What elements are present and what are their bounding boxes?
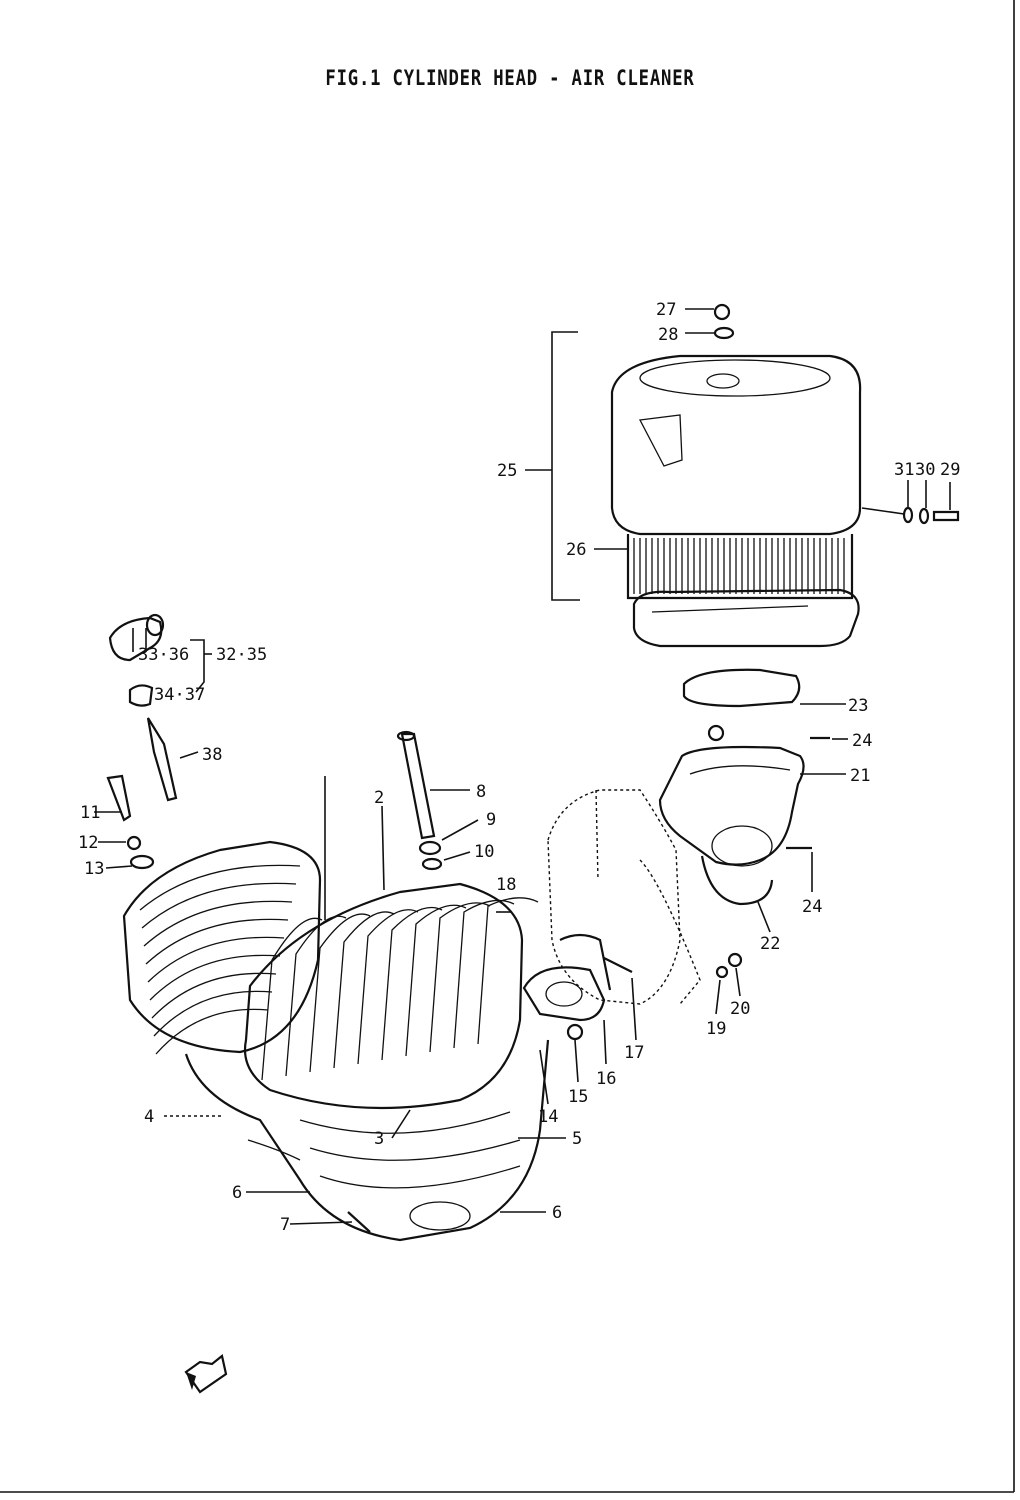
label-2: 2 — [374, 788, 384, 808]
cooling-fin-right — [405, 904, 467, 1057]
label-27: 27 — [656, 300, 676, 320]
label-17: 17 — [624, 1043, 644, 1063]
label-29: 29 — [940, 460, 960, 480]
cooling-fin-right — [309, 913, 371, 1073]
cooling-fin-left — [149, 954, 281, 1001]
intake-assembly — [496, 668, 848, 1105]
cooling-fin-left — [155, 1008, 269, 1055]
screw-29 — [932, 510, 960, 522]
label-23: 23 — [848, 696, 868, 716]
washer-31 — [902, 506, 914, 524]
label-24-upper: 24 — [852, 731, 872, 751]
label-31: 31 — [894, 460, 914, 480]
label-13: 13 — [84, 859, 104, 879]
pipe-8 — [400, 732, 436, 840]
label-25: 25 — [497, 461, 517, 481]
cylinder-head-left — [122, 840, 322, 1054]
label-3: 3 — [374, 1129, 384, 1149]
label-12: 12 — [78, 833, 98, 853]
cylinder-head-assembly — [122, 730, 566, 1242]
cooling-fin-right — [429, 902, 491, 1053]
label-6-left: 6 — [232, 1183, 242, 1203]
cap-34-37 — [128, 684, 154, 707]
plug-cap-33-36 — [108, 616, 163, 662]
cooling-fin-left — [153, 990, 273, 1037]
label-21: 21 — [850, 766, 870, 786]
label-34-37: 34·37 — [154, 685, 205, 705]
cooling-fin-left — [151, 972, 277, 1019]
label-9: 9 — [486, 810, 496, 830]
label-38: 38 — [202, 745, 222, 765]
label-22: 22 — [760, 934, 780, 954]
carburetor-ghost-outline — [547, 789, 681, 1005]
label-6-right: 6 — [552, 1203, 562, 1223]
label-8: 8 — [476, 782, 486, 802]
label-19: 19 — [706, 1019, 726, 1039]
cooling-fin-left — [143, 900, 293, 947]
label-24-lower: 24 — [802, 897, 822, 917]
label-11: 11 — [80, 803, 100, 823]
cooling-fin-right — [453, 899, 515, 1049]
clamp-23 — [682, 668, 801, 708]
cooling-fin-right — [381, 906, 443, 1061]
washer-9 — [418, 840, 442, 856]
label-32-35: 32·35 — [216, 645, 267, 665]
bolt-11 — [106, 774, 132, 822]
label-14: 14 — [538, 1107, 558, 1127]
ring-10 — [421, 857, 443, 871]
cooling-fin-right — [357, 909, 419, 1065]
washer-30 — [918, 507, 930, 525]
cooling-fin-right — [285, 915, 347, 1077]
air-filter-element — [626, 534, 854, 600]
cooling-fin-left — [145, 918, 289, 965]
label-18: 18 — [496, 875, 516, 895]
cooling-fin-right — [333, 911, 395, 1069]
intake-pipe-22 — [700, 855, 774, 906]
nut-27 — [713, 303, 731, 321]
front-arrow-icon — [184, 1354, 228, 1394]
washer-13 — [129, 854, 155, 870]
air-cleaner-assembly — [525, 303, 960, 648]
spark-plug-38 — [146, 717, 178, 802]
label-7: 7 — [280, 1215, 290, 1235]
label-5: 5 — [572, 1129, 582, 1149]
figure-title: FIG.1 CYLINDER HEAD - AIR CLEANER — [325, 66, 695, 90]
nut-12 — [126, 835, 142, 851]
stud-7 — [347, 1211, 371, 1233]
cooling-fin-right — [477, 897, 539, 1045]
cylinder-block — [184, 1039, 550, 1242]
cooling-fin-left — [147, 936, 285, 983]
label-30: 30 — [915, 460, 935, 480]
spark-plug-assembly — [94, 613, 212, 870]
label-16: 16 — [596, 1069, 616, 1089]
air-cleaner-cover — [610, 354, 862, 536]
label-4: 4 — [144, 1107, 154, 1127]
washer-28 — [713, 326, 735, 340]
cylinder-head-right — [243, 882, 524, 1110]
label-33-36: 33·36 — [138, 645, 189, 665]
label-15: 15 — [568, 1087, 588, 1107]
label-10: 10 — [474, 842, 494, 862]
cooling-fin-left — [139, 864, 301, 911]
intake-manifold-16 — [522, 966, 606, 1022]
intake-connector-21 — [658, 745, 805, 866]
cooling-fin-right — [261, 917, 323, 1081]
gasket-15 — [566, 1023, 584, 1041]
label-20: 20 — [730, 999, 750, 1019]
label-28: 28 — [658, 325, 678, 345]
air-cleaner-base — [632, 588, 860, 648]
cooling-fin-left — [141, 882, 297, 929]
label-26: 26 — [566, 540, 586, 560]
